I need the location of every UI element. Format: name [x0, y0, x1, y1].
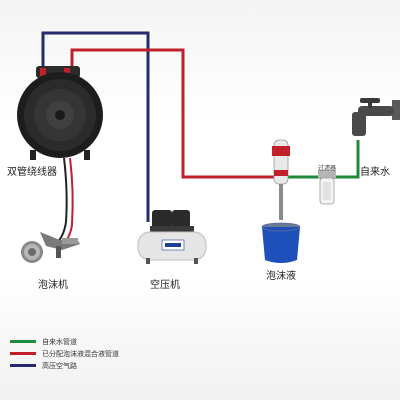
label-compressor: 空压机 — [150, 280, 180, 291]
foam-gun — [21, 232, 80, 263]
foam-bucket — [261, 222, 301, 263]
legend-swatch — [10, 364, 36, 367]
water-tap — [352, 98, 400, 136]
air-pipe — [41, 31, 150, 222]
label-foam-machine: 泡沫机 — [38, 280, 68, 291]
legend-item-mixture: 已分配泡沫液混合液管道 — [10, 349, 210, 359]
air-compressor — [137, 210, 207, 264]
legend-swatch — [10, 340, 36, 343]
mixture-pipe — [70, 48, 278, 179]
label-tap-water: 自来水 — [360, 167, 390, 178]
label-foam-liquid: 泡沫液 — [266, 271, 296, 282]
water-filter — [318, 170, 336, 205]
label-reel: 双管绕线器 — [7, 167, 57, 178]
label-filter: 过滤器 — [318, 165, 337, 172]
water-pipe — [286, 140, 360, 179]
legend-label: 自来水管道 — [42, 338, 77, 346]
legend-swatch — [10, 352, 36, 355]
legend-label: 已分配泡沫液混合液管道 — [42, 350, 119, 358]
hose-reel — [17, 66, 103, 160]
legend-item-air: 高压空气路 — [10, 361, 210, 371]
foam-proportioner — [272, 139, 290, 220]
legend-item-water: 自来水管道 — [10, 337, 210, 347]
legend-label: 高压空气路 — [42, 362, 77, 370]
legend: 自来水管道 已分配泡沫液混合液管道 高压空气路 — [10, 337, 210, 373]
reel-hose-black — [55, 157, 68, 245]
